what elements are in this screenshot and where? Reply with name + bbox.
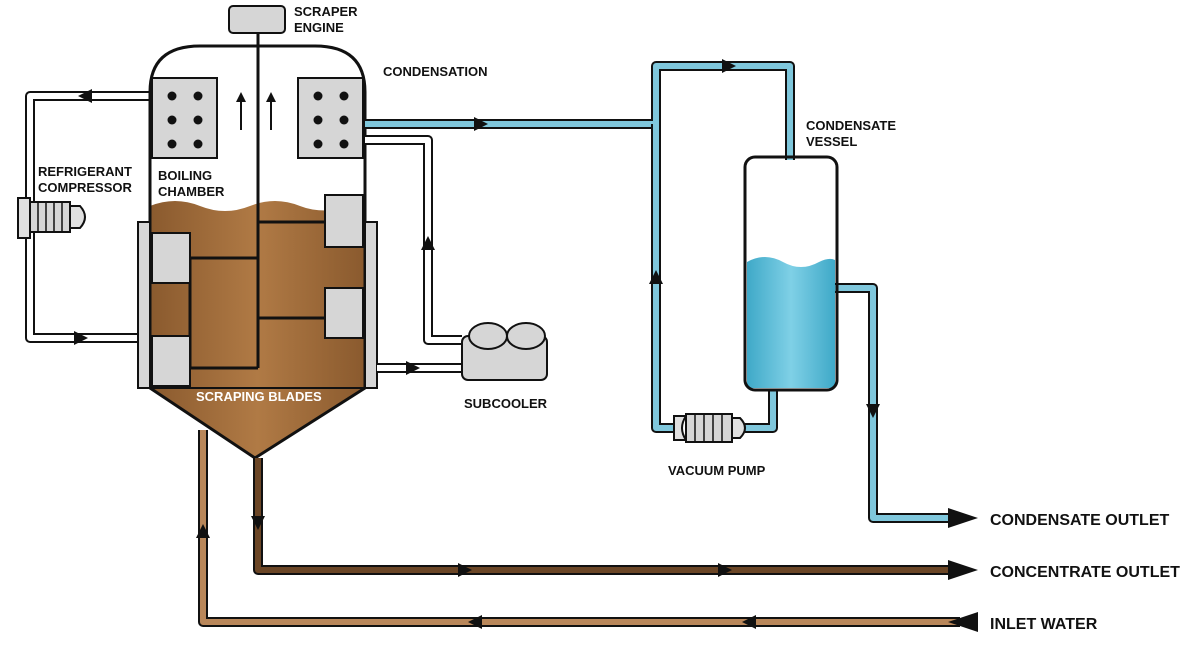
refrigerant-compressor-label-line1: REFRIGERANT [38,164,132,179]
subcooler-loop-pipe [365,135,462,373]
scraping-blade [324,194,364,248]
condensate-vessel [743,155,839,392]
condensation-coil-left [151,77,218,159]
flow-arrow-subcooler-up [421,236,435,250]
vapor-rising-arrow [266,92,276,130]
scraping-blade [151,232,191,284]
flow-arrow-refrigerant-bottom [74,331,88,345]
flow-arrow-concentrate [458,563,472,577]
flow-arrow-condensate-outlet [948,508,978,528]
boiling-chamber-label-line2: CHAMBER [158,184,225,199]
flow-arrow-inlet-water-up [196,524,210,538]
flow-arrow-refrigerant-top [78,89,92,103]
vacuum-pump [673,413,746,443]
scraper-engine [228,5,286,34]
scraper-engine-label-line2: ENGINE [294,20,344,35]
flow-arrow-concentrate [718,563,732,577]
scraping-blades-label: SCRAPING BLADES [196,389,322,404]
flow-arrow-condensate-down [866,404,880,418]
condensate-outlet-label: CONDENSATE OUTLET [990,512,1169,529]
vacuum-pump-label: VACUUM PUMP [668,463,766,478]
flow-arrow-vapor-out [474,117,488,131]
concentrate-outlet-label: CONCENTRATE OUTLET [990,564,1180,581]
inlet-water-pipe [198,430,960,627]
condensate-vessel-label-line1: CONDENSATE [806,118,896,133]
subcooler [461,322,548,381]
vapor-rising-arrow [236,92,246,130]
flow-arrow-concentrate-down [251,516,265,530]
boiling-chamber-label-line1: BOILING [158,168,212,183]
flow-arrow-subcooler-in [406,361,420,375]
flow-arrow-inlet-water [468,615,482,629]
condensate-vessel-label-line2: VESSEL [806,134,857,149]
scraping-blade [151,335,191,387]
subcooler-label: SUBCOOLER [464,396,548,411]
flow-arrow-inlet-water-entry [948,612,978,632]
refrigerant-compressor [17,197,86,239]
flow-arrow-vacuum-up [649,270,663,284]
condensation-coil-right [297,77,364,159]
scraper-engine-label-line1: SCRAPER [294,4,358,19]
flow-arrow-vacuum-top [722,59,736,73]
scraping-blade [324,287,364,339]
inlet-water-label: INLET WATER [990,616,1098,633]
refrigerant-compressor-label-line2: COMPRESSOR [38,180,133,195]
flow-arrow-inlet-water [742,615,756,629]
vacuum-loop-pipe [365,61,960,523]
flow-arrow-concentrate-outlet [948,560,978,580]
concentrate-outlet-pipe [253,458,960,575]
condensation-label: CONDENSATION [383,64,487,79]
